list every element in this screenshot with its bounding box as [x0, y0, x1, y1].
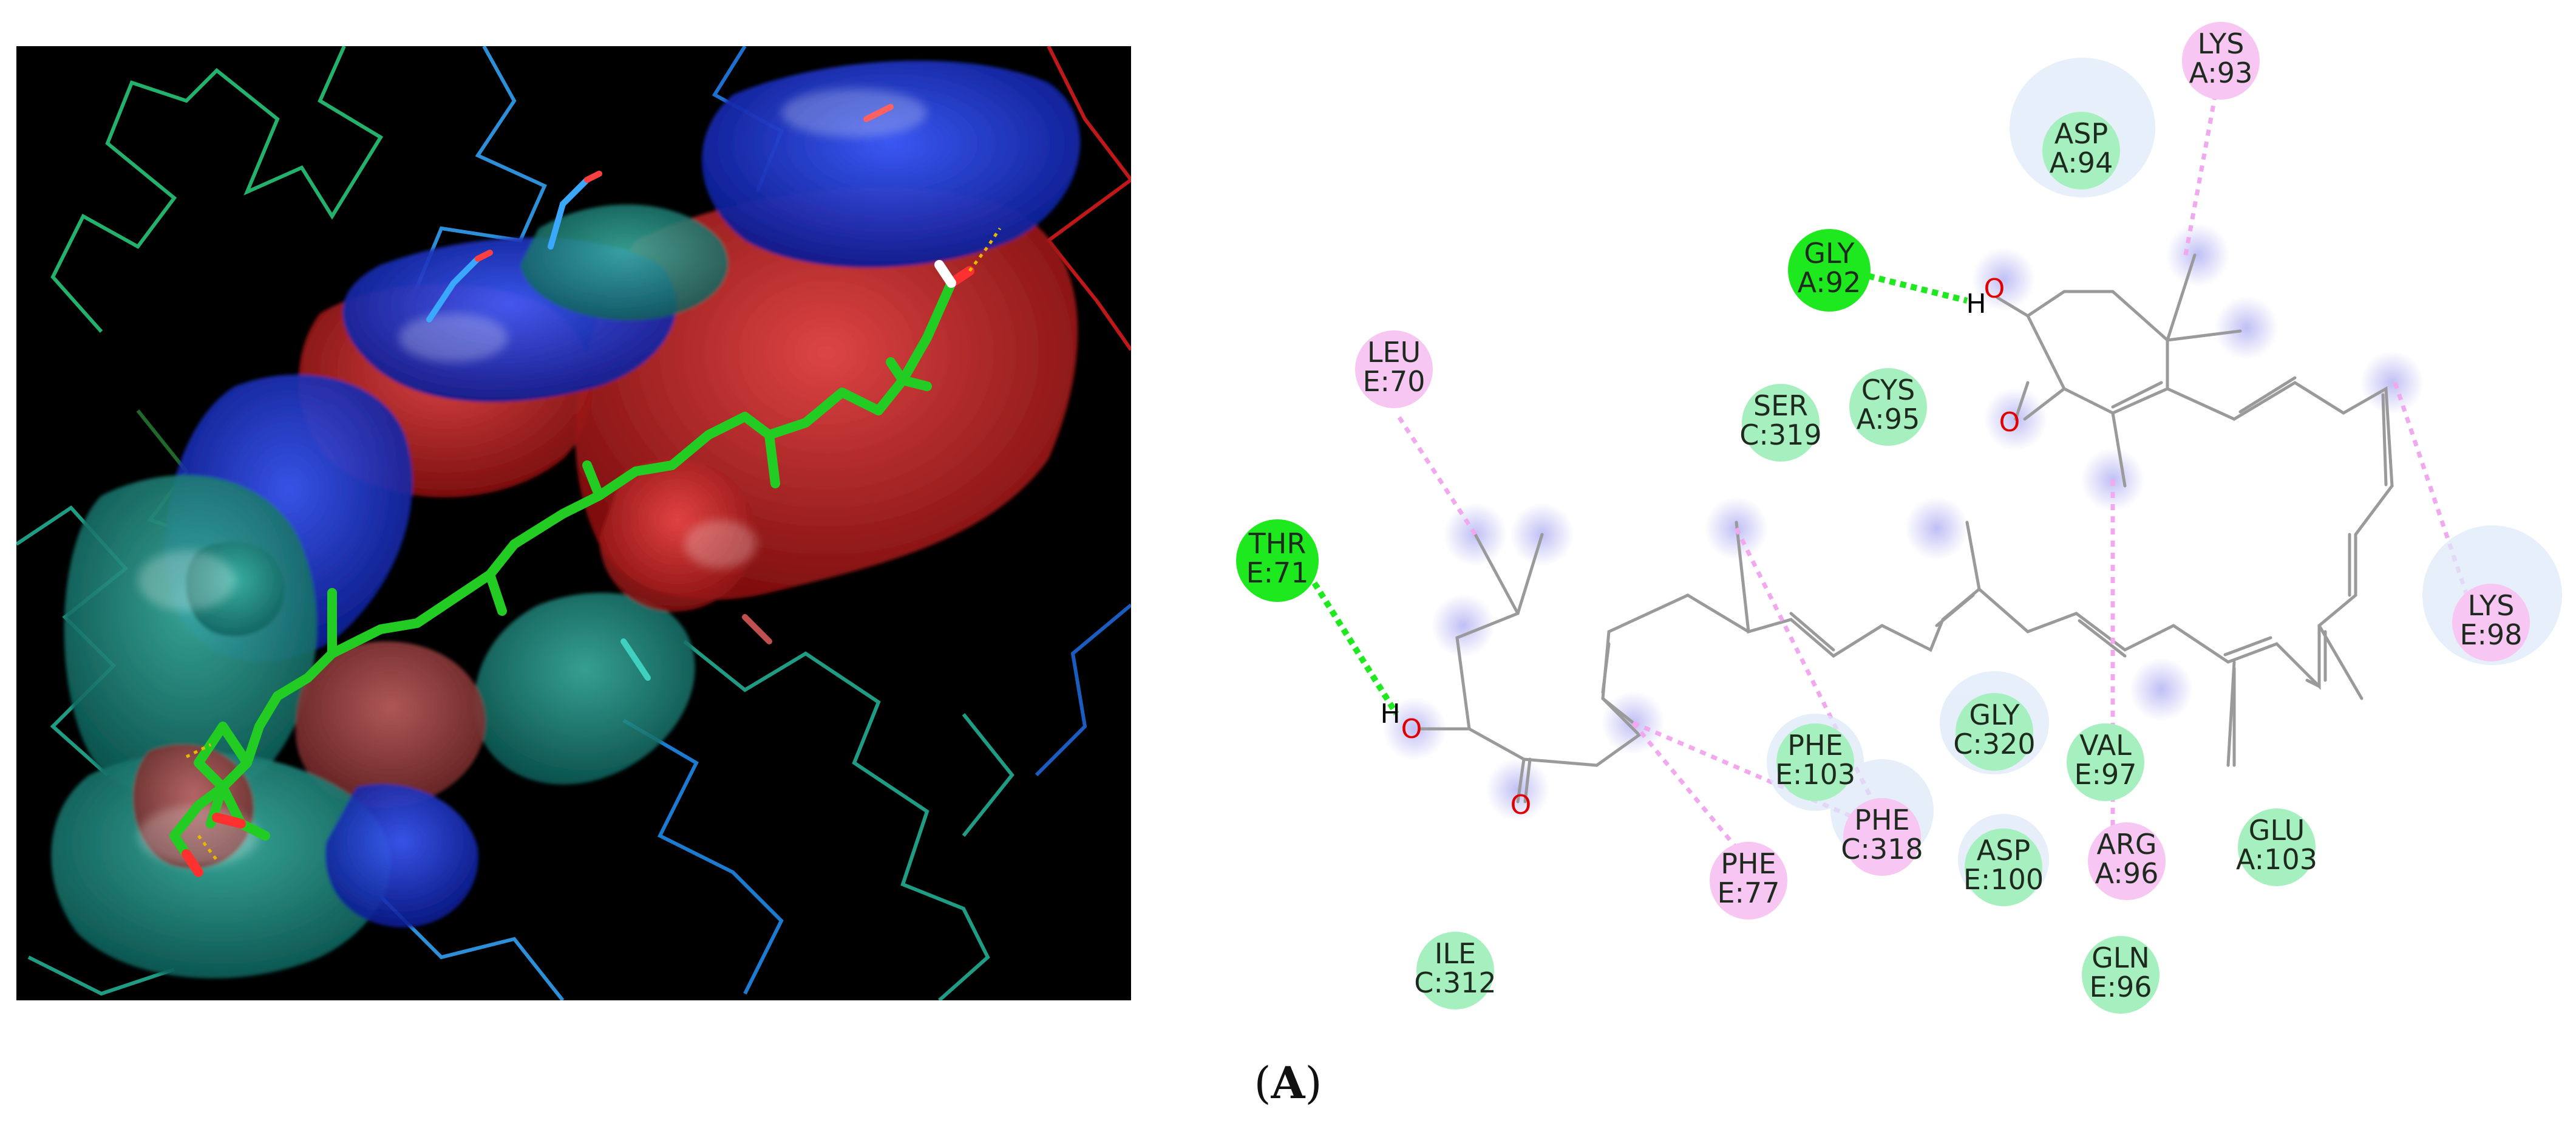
atom-halos: [1383, 224, 2424, 821]
figure-caption: (A): [0, 1057, 2576, 1108]
svg-text:GLU: GLU: [2249, 814, 2305, 847]
svg-text:E:100: E:100: [1963, 863, 2044, 896]
svg-text:E:70: E:70: [1362, 365, 1425, 398]
residue-phe-e77: PHE E:77: [1710, 842, 1787, 920]
svg-text:ASP: ASP: [2054, 117, 2108, 150]
oxygen-atom-upper-oh: O: [1984, 273, 2005, 304]
residue-asp-e100: ASP E:100: [1963, 828, 2044, 906]
ligand-bonds: [1419, 253, 2394, 804]
svg-text:VAL: VAL: [2079, 729, 2132, 762]
svg-text:E:71: E:71: [1246, 556, 1308, 589]
svg-text:LYS: LYS: [2198, 27, 2245, 60]
svg-text:ARG: ARG: [2096, 828, 2156, 861]
oxygen-atom-lower-keto: O: [1511, 790, 1532, 821]
residue-ile-c312: ILE C:312: [1414, 932, 1497, 1009]
svg-text:SER: SER: [1753, 389, 1808, 422]
svg-text:A:94: A:94: [2050, 146, 2113, 179]
hbond-dots: [185, 227, 1002, 861]
svg-text:E:77: E:77: [1717, 876, 1779, 909]
oxygen-atom-lower-oh: O: [1401, 714, 1422, 745]
residue-gly-c320: GLY C:320: [1953, 693, 2036, 771]
svg-text:E:103: E:103: [1775, 758, 1855, 791]
svg-text:GLY: GLY: [1969, 698, 2020, 731]
svg-text:C:319: C:319: [1739, 418, 1821, 451]
residue-phe-e103: PHE E:103: [1775, 723, 1855, 801]
residue-val-e97: VAL E:97: [2067, 723, 2144, 801]
svg-text:C:320: C:320: [1953, 728, 2035, 760]
svg-text:PHE: PHE: [1787, 729, 1843, 762]
hydrogen-atom-lower: H: [1380, 698, 1400, 729]
residue-gln-e96: GLN E:96: [2082, 936, 2160, 1014]
svg-text:A:92: A:92: [1798, 266, 1861, 299]
svg-text:CYS: CYS: [1861, 374, 1915, 406]
pocket-render: [16, 46, 1131, 1000]
svg-text:GLN: GLN: [2092, 941, 2150, 974]
residue-phe-c318: PHE C:318: [1841, 798, 1923, 876]
svg-text:GLY: GLY: [1804, 237, 1855, 270]
residue-cys-a95: CYS A:95: [1849, 368, 1927, 446]
svg-text:E:96: E:96: [2089, 971, 2152, 1003]
ligand-oxygens: [182, 260, 974, 877]
caption-letter: A: [1271, 1057, 1305, 1108]
hydrogen-atom-upper: H: [1966, 289, 1986, 319]
residue-lys-a93: LYS A:93: [2182, 22, 2260, 100]
svg-text:A:95: A:95: [1857, 403, 1920, 435]
svg-text:A:103: A:103: [2236, 843, 2317, 876]
pi-alkyl-interactions: [1395, 90, 2473, 864]
atom-labels: O H O O H O: [1380, 273, 2020, 821]
svg-text:LYS: LYS: [2468, 589, 2515, 622]
svg-text:PHE: PHE: [1721, 847, 1776, 880]
residue-glu-a103: GLU A:103: [2236, 808, 2317, 886]
residue-ser-c319: SER C:319: [1739, 384, 1822, 462]
caption-open-paren: (: [1254, 1057, 1271, 1108]
svg-text:A:93: A:93: [2189, 56, 2253, 89]
svg-text:C:312: C:312: [1414, 966, 1496, 999]
residue-thr-e71: THR E:71: [1236, 519, 1319, 602]
svg-text:A:96: A:96: [2095, 857, 2159, 890]
residue-halos: [1767, 58, 2562, 905]
svg-text:PHE: PHE: [1854, 804, 1909, 836]
svg-text:LEU: LEU: [1367, 336, 1421, 369]
svg-text:ILE: ILE: [1435, 937, 1476, 970]
oxygen-atom-upper-keto: O: [1999, 407, 2020, 438]
caption-close-paren: ): [1305, 1057, 1322, 1108]
svg-text:E:98: E:98: [2459, 618, 2522, 651]
interaction-diagram: O H O O H O LYS A:93 ASP A:94 GLY A:92: [1236, 22, 2562, 1014]
residue-asp-a94: ASP A:94: [2042, 112, 2120, 189]
svg-text:THR: THR: [1248, 527, 1307, 560]
residue-gly-a92: GLY A:92: [1788, 229, 1871, 312]
residue-leu-e70: LEU E:70: [1355, 330, 1433, 408]
side-chain-sticks: [426, 104, 894, 681]
svg-text:ASP: ASP: [1977, 834, 2030, 867]
residue-lys-e98: LYS E:98: [2452, 584, 2530, 661]
svg-text:C:318: C:318: [1841, 833, 1923, 866]
hbond-interactions: [1311, 270, 1968, 715]
residue-nodes: LYS A:93 ASP A:94 GLY A:92 LEU E:70 SER …: [1236, 22, 2530, 1014]
residue-arg-a96: ARG A:96: [2088, 822, 2166, 900]
svg-text:E:97: E:97: [2074, 758, 2136, 791]
